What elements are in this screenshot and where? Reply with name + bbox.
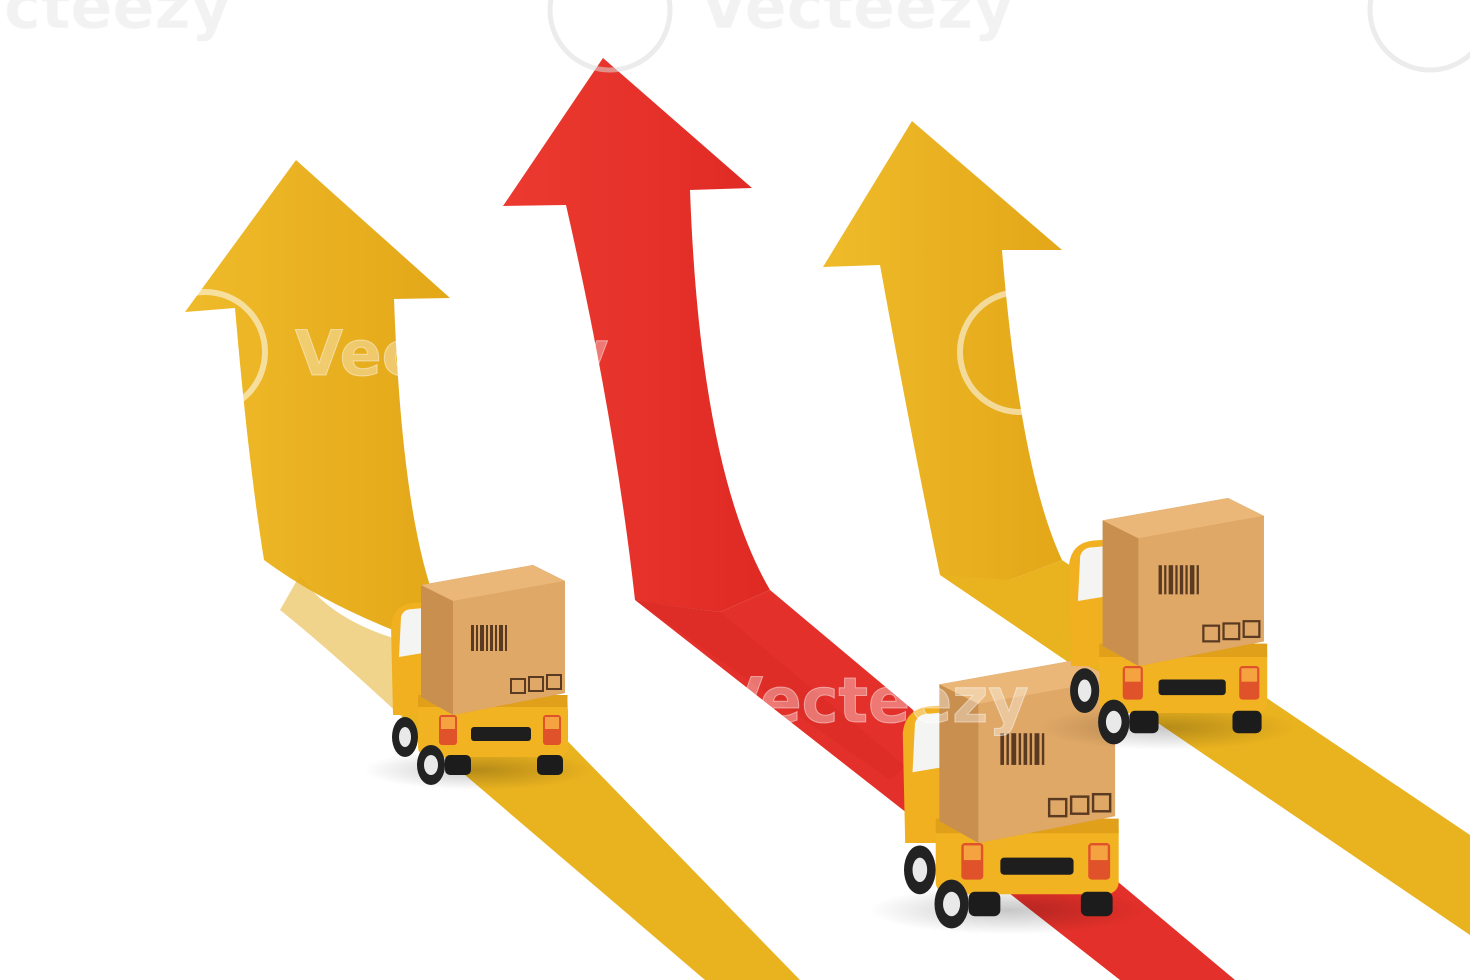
watermark-logo-icon xyxy=(142,0,1470,763)
watermark-text-partial: cteezy xyxy=(4,664,231,737)
watermark-text-partial: cteezy xyxy=(4,0,231,43)
watermark: Vecteezy Vecteezy Vecteezy cteezy Vectee… xyxy=(4,0,1470,763)
right-truck xyxy=(1036,496,1297,752)
watermark-text: Vecteezy xyxy=(715,664,1029,737)
watermark-text: Vecteezy xyxy=(295,317,609,390)
watermark-text: Vecteezy xyxy=(700,0,1014,43)
watermark-text: Vecteezy xyxy=(1110,317,1424,390)
